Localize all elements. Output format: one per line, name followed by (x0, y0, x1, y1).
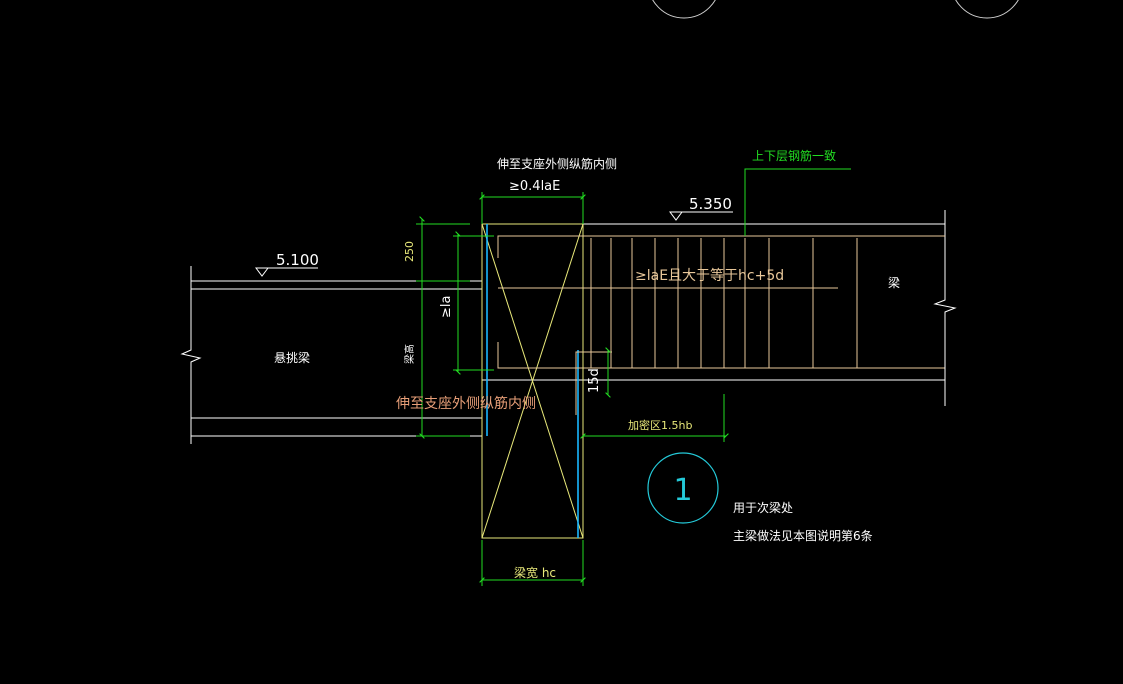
top-right-note: 上下层钢筋一致 (752, 148, 836, 163)
right-beam-label: 梁 (888, 275, 900, 290)
hb-note: 加密区1.5hb (628, 418, 692, 432)
rebar-lines (497, 235, 945, 415)
top-label: 伸至支座外侧纵筋内侧 (497, 156, 617, 171)
right-beam (482, 210, 957, 406)
top-left-axis-circle (652, 0, 716, 19)
dimension-lines (416, 168, 851, 586)
support-width-label: 梁宽 hc (514, 565, 556, 580)
elevation-markers (255, 211, 733, 277)
dim-la-label: ≥la (439, 296, 454, 318)
bottom-anchor-label: 伸至支座外侧纵筋内侧 (396, 395, 536, 412)
left-cantilever-beam (180, 266, 482, 444)
note-line-2: 主梁做法见本图说明第6条 (733, 528, 873, 543)
beam-depth-label: 梁高 (403, 344, 416, 364)
elevation-right: 5.350 (689, 195, 732, 213)
left-beam-label: 悬挑梁 (274, 350, 310, 365)
elevation-left: 5.100 (276, 251, 319, 269)
top-right-axis-circle (955, 0, 1019, 19)
dim-15d-label: 15d (587, 368, 602, 393)
support-column (481, 223, 584, 539)
node-number-circle (647, 452, 719, 524)
dim-250-label: 250 (403, 241, 416, 262)
note-line-1: 用于次梁处 (733, 500, 793, 515)
anchor-note: ≥laE且大于等于hc+5d (635, 267, 784, 284)
la04-label: ≥0.4laE (509, 179, 560, 194)
node-number: 1 (673, 473, 692, 508)
